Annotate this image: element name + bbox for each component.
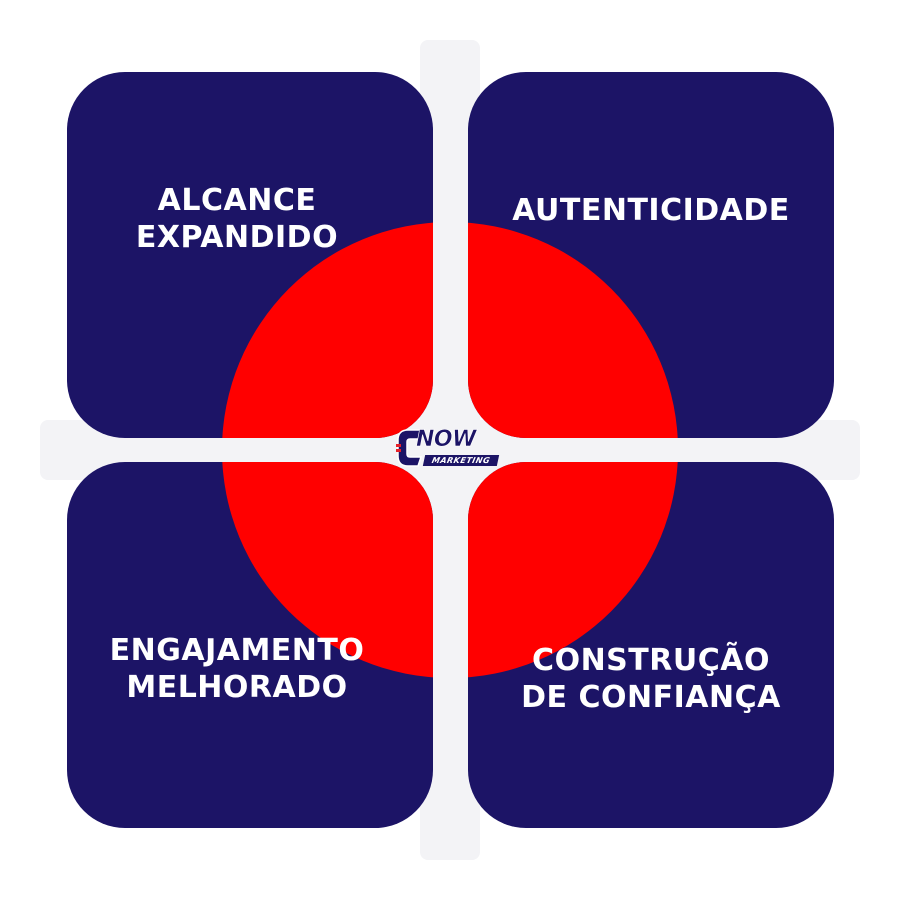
label-autenticidade: AUTENTICIDADE [470,192,832,229]
label-engajamento-melhorado: ENGAJAMENTO MELHORADO [72,632,402,706]
logo-wordmark: NOW [416,427,477,452]
quadrant-top-right [468,72,834,438]
cnow-marketing-logo: NOW MARKETING [394,426,508,470]
label-line: MELHORADO [126,670,348,705]
label-line: ALCANCE [157,183,317,218]
label-alcance-expandido: ALCANCE EXPANDIDO [72,182,402,256]
logo-tagline: MARKETING [422,455,500,466]
quadrant-bottom-right [468,462,834,828]
label-line: AUTENTICIDADE [512,193,790,228]
label-line: CONSTRUÇÃO [532,643,770,678]
quadrant-top-left [67,72,433,438]
quadrant-bottom-left [67,462,433,828]
label-construcao-de-confianca: CONSTRUÇÃO DE CONFIANÇA [470,642,832,716]
label-line: EXPANDIDO [135,220,339,255]
label-line: DE CONFIANÇA [521,680,781,715]
label-line: ENGAJAMENTO [109,633,365,668]
c-letter-logo-icon [396,429,426,467]
